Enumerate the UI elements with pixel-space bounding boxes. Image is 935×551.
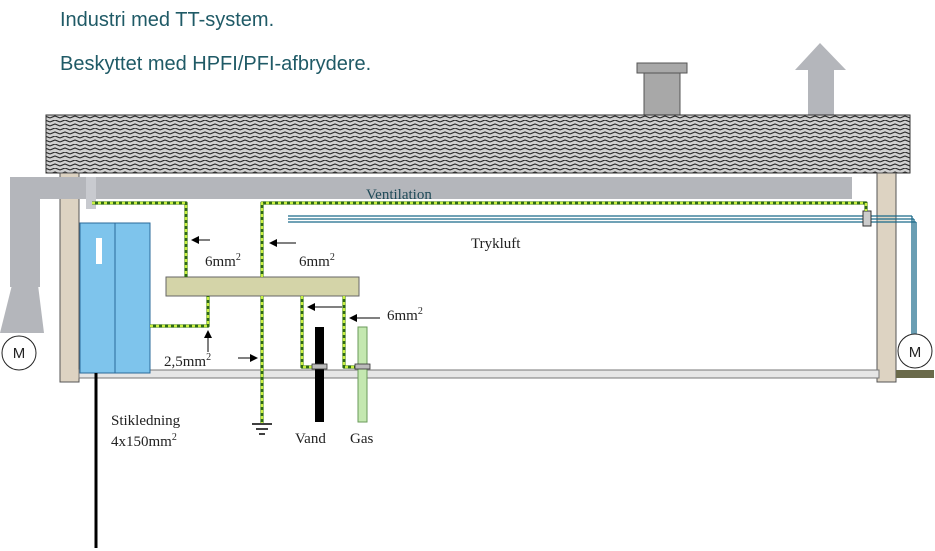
air-pipe-clamp (862, 210, 872, 227)
conductor-size-label-3: 6mm2 (387, 306, 423, 324)
conductor-size-label-4: 2,5mm2 (164, 352, 211, 370)
motor-left-label: M (13, 345, 26, 362)
motor-icon: M (897, 333, 933, 369)
water-pipe (311, 327, 328, 422)
outside-ground (896, 370, 934, 378)
distribution-cabinet (79, 222, 151, 374)
chimney-icon (636, 62, 688, 116)
conductor-size-label-1: 6mm2 (205, 252, 241, 270)
trykluft-pipe (288, 215, 917, 338)
motor-right-label: M (909, 344, 922, 361)
stikledning-size-label: 4x150mm2 (111, 432, 177, 450)
motor-icon: M (1, 335, 37, 371)
conductor-size-label-2: 6mm2 (299, 252, 335, 270)
stikledning-label: Stikledning (111, 413, 181, 429)
gas-pipe (354, 326, 371, 423)
title-line-1: Industri med TT-system. (60, 9, 274, 31)
gas-label: Gas (350, 431, 373, 447)
ground-symbol-icon (252, 423, 272, 435)
bonding-busbar (165, 276, 360, 297)
exhaust-arrow-icon (795, 43, 846, 118)
right-wall (876, 172, 897, 383)
ventilation-duct (0, 177, 852, 333)
title-line-2: Beskyttet med HPFI/PFI-afbrydere. (60, 53, 371, 75)
ventilation-label: Ventilation (366, 187, 432, 203)
left-wall (59, 172, 80, 383)
roof (45, 114, 911, 174)
floor (78, 369, 880, 379)
vand-label: Vand (295, 431, 326, 447)
arrow-icon (191, 236, 380, 362)
trykluft-label: Trykluft (471, 236, 521, 252)
